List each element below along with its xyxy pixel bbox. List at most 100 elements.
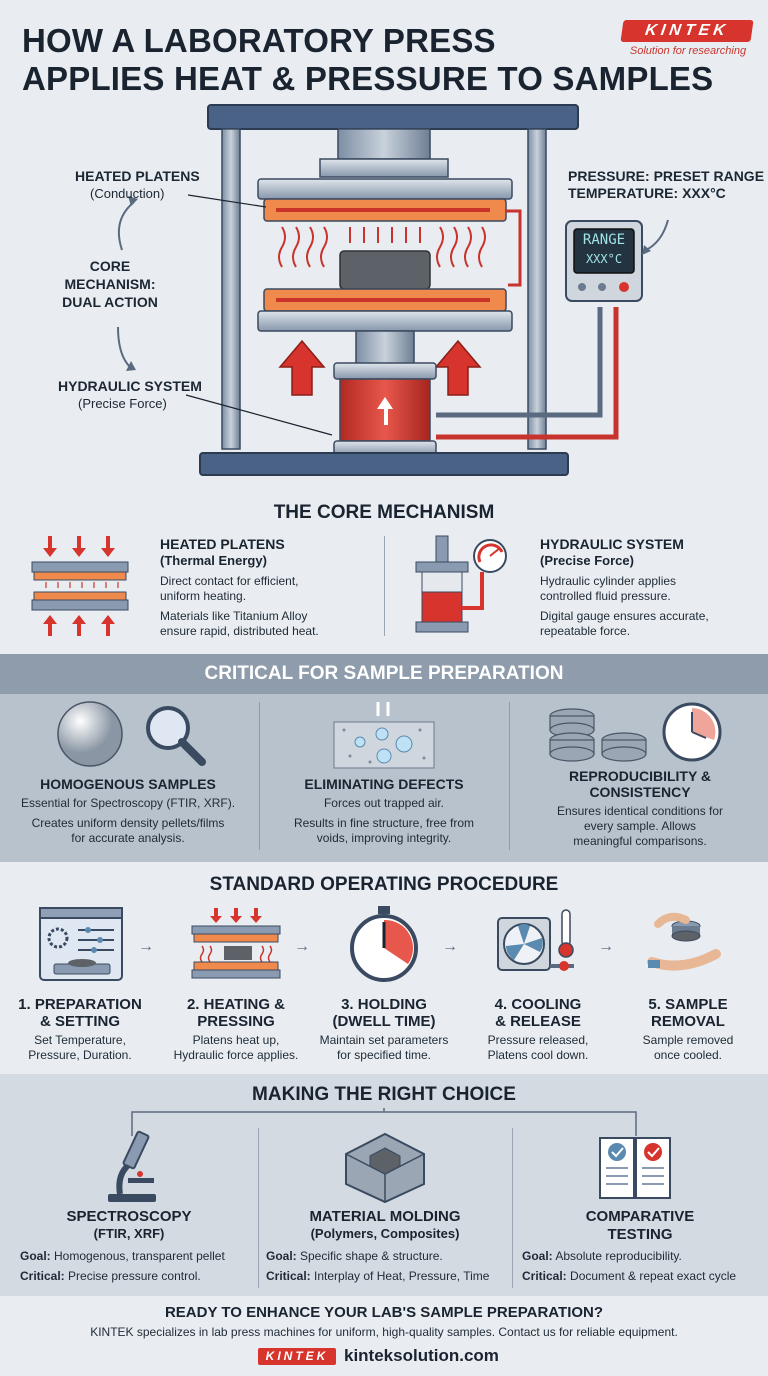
homogenous-t1: Essential for Spectroscopy (FTIR, XRF). (20, 796, 236, 810)
critical-title: CRITICAL FOR SAMPLE PREPARATION (204, 663, 564, 684)
comparative-title: COMPARATIVE (585, 1208, 695, 1225)
choice-connector (131, 1108, 637, 1136)
step4-h1: 4. COOLING (494, 996, 582, 1013)
footer-cta: READY TO ENHANCE YOUR LAB'S SAMPLE PREPA… (164, 1304, 604, 1321)
choice-divider-1 (258, 1128, 259, 1288)
platens-text1b: uniform heating. (160, 589, 247, 603)
step2-t2: Hydraulic force applies. (173, 1048, 299, 1062)
pellets-clock-icon (549, 702, 722, 762)
step5-t1: Sample removed (642, 1033, 734, 1047)
sphere-magnifier-icon (57, 701, 206, 767)
step1-t2: Pressure, Duration. (28, 1048, 132, 1062)
spectroscopy-title: SPECTROSCOPY (66, 1208, 192, 1225)
defects-t1: Forces out trapped air. (323, 796, 445, 810)
comparative-goal: Goal: Absolute reproducibility. (522, 1249, 682, 1263)
footer-text: KINTEK specializes in lab press machines… (90, 1325, 678, 1339)
kintek-logo[interactable]: KINTEK (620, 20, 754, 42)
step5-t2: once cooled. (653, 1048, 723, 1062)
sample-hand-icon (647, 912, 721, 971)
display-range: RANGE (582, 232, 626, 248)
core-mechanism-line3: DUAL ACTION (62, 294, 158, 310)
step1-h1: 1. PREPARATION (18, 996, 142, 1013)
step3-h1: 3. HOLDING (341, 996, 427, 1013)
molding-title: MATERIAL MOLDING (309, 1208, 461, 1225)
step5-h1: 5. SAMPLE (648, 996, 728, 1013)
step-arrow-2: → (294, 938, 310, 955)
settings-screen-icon (39, 907, 123, 981)
spectroscopy-goal: Goal: Homogenous, transparent pellet (20, 1249, 225, 1263)
logo-tagline: Solution for researching (629, 45, 747, 57)
step3-t2: for specified time. (336, 1048, 432, 1062)
critical-divider-2 (509, 702, 510, 850)
step2-h1: 2. HEATING & (186, 996, 286, 1013)
core-mechanism-line1: CORE (89, 258, 131, 274)
core-mechanism-title: THE CORE MECHANISM (273, 502, 495, 523)
heated-platens-label: HEATED PLATENS (75, 168, 200, 184)
step5-h2: REMOVAL (651, 1013, 725, 1030)
spectroscopy-critical: Critical: Precise pressure control. (20, 1269, 201, 1283)
heating-pressing-icon (191, 908, 281, 979)
core-divider (384, 536, 385, 636)
step3-t1: Maintain set parameters (319, 1033, 449, 1047)
hydraulic-cylinder-icon (415, 535, 507, 633)
stopwatch-icon (350, 906, 418, 982)
spectroscopy-sub: (FTIR, XRF) (93, 1226, 165, 1241)
homogenous-title: HOMOGENOUS SAMPLES (40, 776, 216, 792)
checklist-compare-icon (599, 1137, 671, 1199)
molding-sub: (Polymers, Composites) (310, 1226, 460, 1241)
hydraulic-title: HYDRAULIC SYSTEM (540, 536, 684, 552)
footer-url-link[interactable]: kinteksolution.com (344, 1346, 499, 1365)
hydraulic-label: HYDRAULIC SYSTEM (58, 378, 202, 394)
press-diagram (117, 104, 669, 476)
display-temp: XXX°C (585, 252, 623, 266)
step2-h2: PRESSING (197, 1013, 275, 1030)
microscope-icon (108, 1130, 156, 1202)
platens-title: HEATED PLATENS (160, 536, 285, 552)
defects-t2a: Results in fine structure, free from (293, 816, 475, 830)
hydraulic-subtitle: (Precise Force) (540, 553, 634, 568)
footer-logo[interactable]: KINTEK (258, 1348, 336, 1365)
choice-divider-2 (512, 1128, 513, 1288)
step-arrow-1: → (138, 938, 154, 955)
cooling-release-icon (497, 909, 574, 971)
bubbles-defects-icon (333, 702, 435, 769)
hydraulic-sub: (Precise Force) (78, 396, 167, 411)
core-mechanism-line2: MECHANISM: (64, 276, 156, 292)
page-title-line2: APPLIES HEAT & PRESSURE TO SAMPLES (22, 60, 714, 97)
choice-title: MAKING THE RIGHT CHOICE (252, 1084, 516, 1105)
hydraulic-text1b: controlled fluid pressure. (540, 589, 671, 603)
hydraulic-text1a: Hydraulic cylinder applies (540, 574, 677, 588)
step1-h2: & SETTING (39, 1013, 120, 1030)
comparative-critical: Critical: Document & repeat exact cycle (522, 1269, 737, 1283)
step-arrow-3: → (442, 938, 458, 955)
temperature-label: TEMPERATURE: XXX°C (568, 185, 726, 201)
platens-icon (31, 536, 129, 636)
step4-t2: Platens cool down. (487, 1048, 589, 1062)
pressure-label: PRESSURE: PRESET RANGE (568, 168, 765, 184)
platens-text1a: Direct contact for efficient, (160, 574, 299, 588)
step1-t1: Set Temperature, (34, 1033, 126, 1047)
procedure-title: STANDARD OPERATING PROCEDURE (209, 874, 559, 895)
critical-title-bar (0, 654, 768, 694)
hydraulic-text2a: Digital gauge ensures accurate, (540, 609, 709, 623)
homogenous-t2b: for accurate analysis. (71, 831, 185, 845)
homogenous-t2a: Creates uniform density pellets/films (31, 816, 225, 830)
reproducibility-t1: Ensures identical conditions for (556, 804, 724, 818)
mold-icon (345, 1132, 425, 1204)
step2-t1: Platens heat up, (192, 1033, 280, 1047)
platens-subtitle: (Thermal Energy) (160, 553, 267, 568)
heated-platens-sub: (Conduction) (90, 186, 165, 201)
step4-t1: Pressure released, (487, 1033, 589, 1047)
reproducibility-title-b: CONSISTENCY (589, 784, 691, 800)
molding-critical: Critical: Interplay of Heat, Pressure, T… (266, 1269, 490, 1283)
hydraulic-text2b: repeatable force. (540, 624, 631, 638)
step-arrow-4: → (598, 938, 614, 955)
comparative-sub: TESTING (607, 1226, 673, 1243)
page-title-line1: HOW A LABORATORY PRESS (22, 22, 496, 59)
reproducibility-t2a: every sample. Allows (583, 819, 697, 833)
critical-divider-1 (259, 702, 260, 850)
step4-h2: & RELEASE (495, 1013, 581, 1030)
reproducibility-title-a: REPRODUCIBILITY & (568, 768, 712, 784)
molding-goal: Goal: Specific shape & structure. (266, 1249, 443, 1263)
step3-h2: (DWELL TIME) (332, 1013, 436, 1030)
